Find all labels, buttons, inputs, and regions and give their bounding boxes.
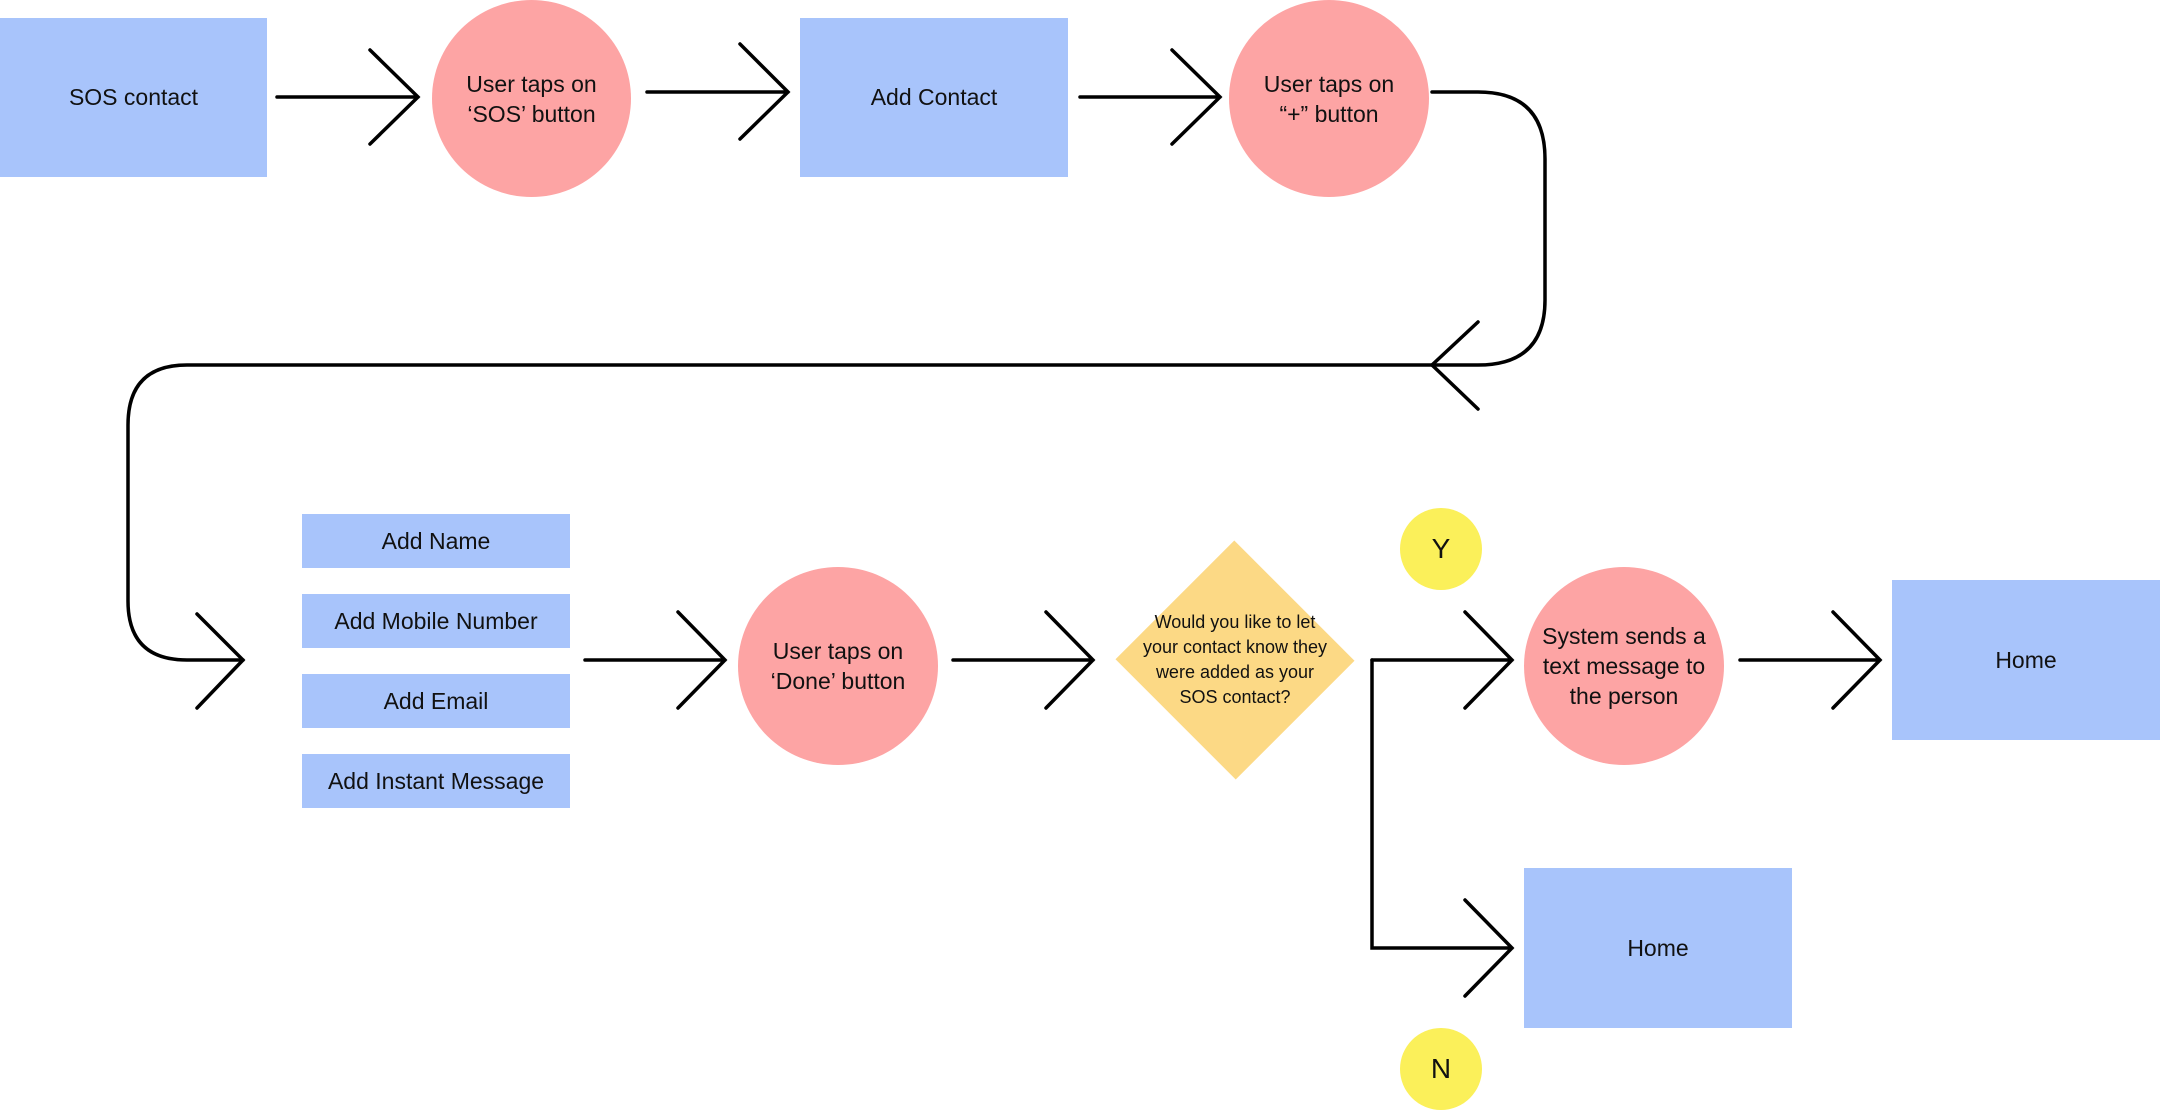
node-sos-contact: SOS contact <box>0 18 267 177</box>
node-home-no: Home <box>1524 868 1792 1028</box>
node-add-mobile-number: Add Mobile Number <box>302 594 570 648</box>
connector-branch-no <box>1370 658 1515 998</box>
node-add-instant-message: Add Instant Message <box>302 754 570 808</box>
arrow-taps-sos-to-add-contact <box>645 42 791 141</box>
label-no-branch: N <box>1400 1028 1482 1110</box>
arrow-add-contact-to-taps-plus <box>1078 48 1223 146</box>
connector-loop-right <box>1430 90 1547 367</box>
node-system-sends-text: System sends a text message to the perso… <box>1524 567 1724 765</box>
node-taps-plus: User taps on “+” button <box>1229 0 1429 197</box>
connector-top-return <box>126 363 1434 662</box>
node-taps-sos: User taps on ‘SOS’ button <box>432 0 631 197</box>
node-add-contact: Add Contact <box>800 18 1068 177</box>
decision-question-text: Would you like to let your contact know … <box>1142 612 1328 707</box>
node-add-email: Add Email <box>302 674 570 728</box>
arrow-inputs-to-taps-done <box>583 610 728 710</box>
arrow-taps-done-to-question <box>951 610 1096 710</box>
arrowhead-into-inputs <box>195 612 246 710</box>
node-taps-done: User taps on ‘Done’ button <box>738 567 938 765</box>
arrow-sos-to-taps-sos <box>275 48 421 146</box>
connector-branch-yes <box>1370 610 1515 710</box>
arrow-system-to-home <box>1738 610 1883 710</box>
node-home-yes: Home <box>1892 580 2160 740</box>
label-yes-branch: Y <box>1400 508 1482 590</box>
node-decision: Would you like to let your contact know … <box>1115 540 1355 780</box>
node-add-name: Add Name <box>302 514 570 568</box>
